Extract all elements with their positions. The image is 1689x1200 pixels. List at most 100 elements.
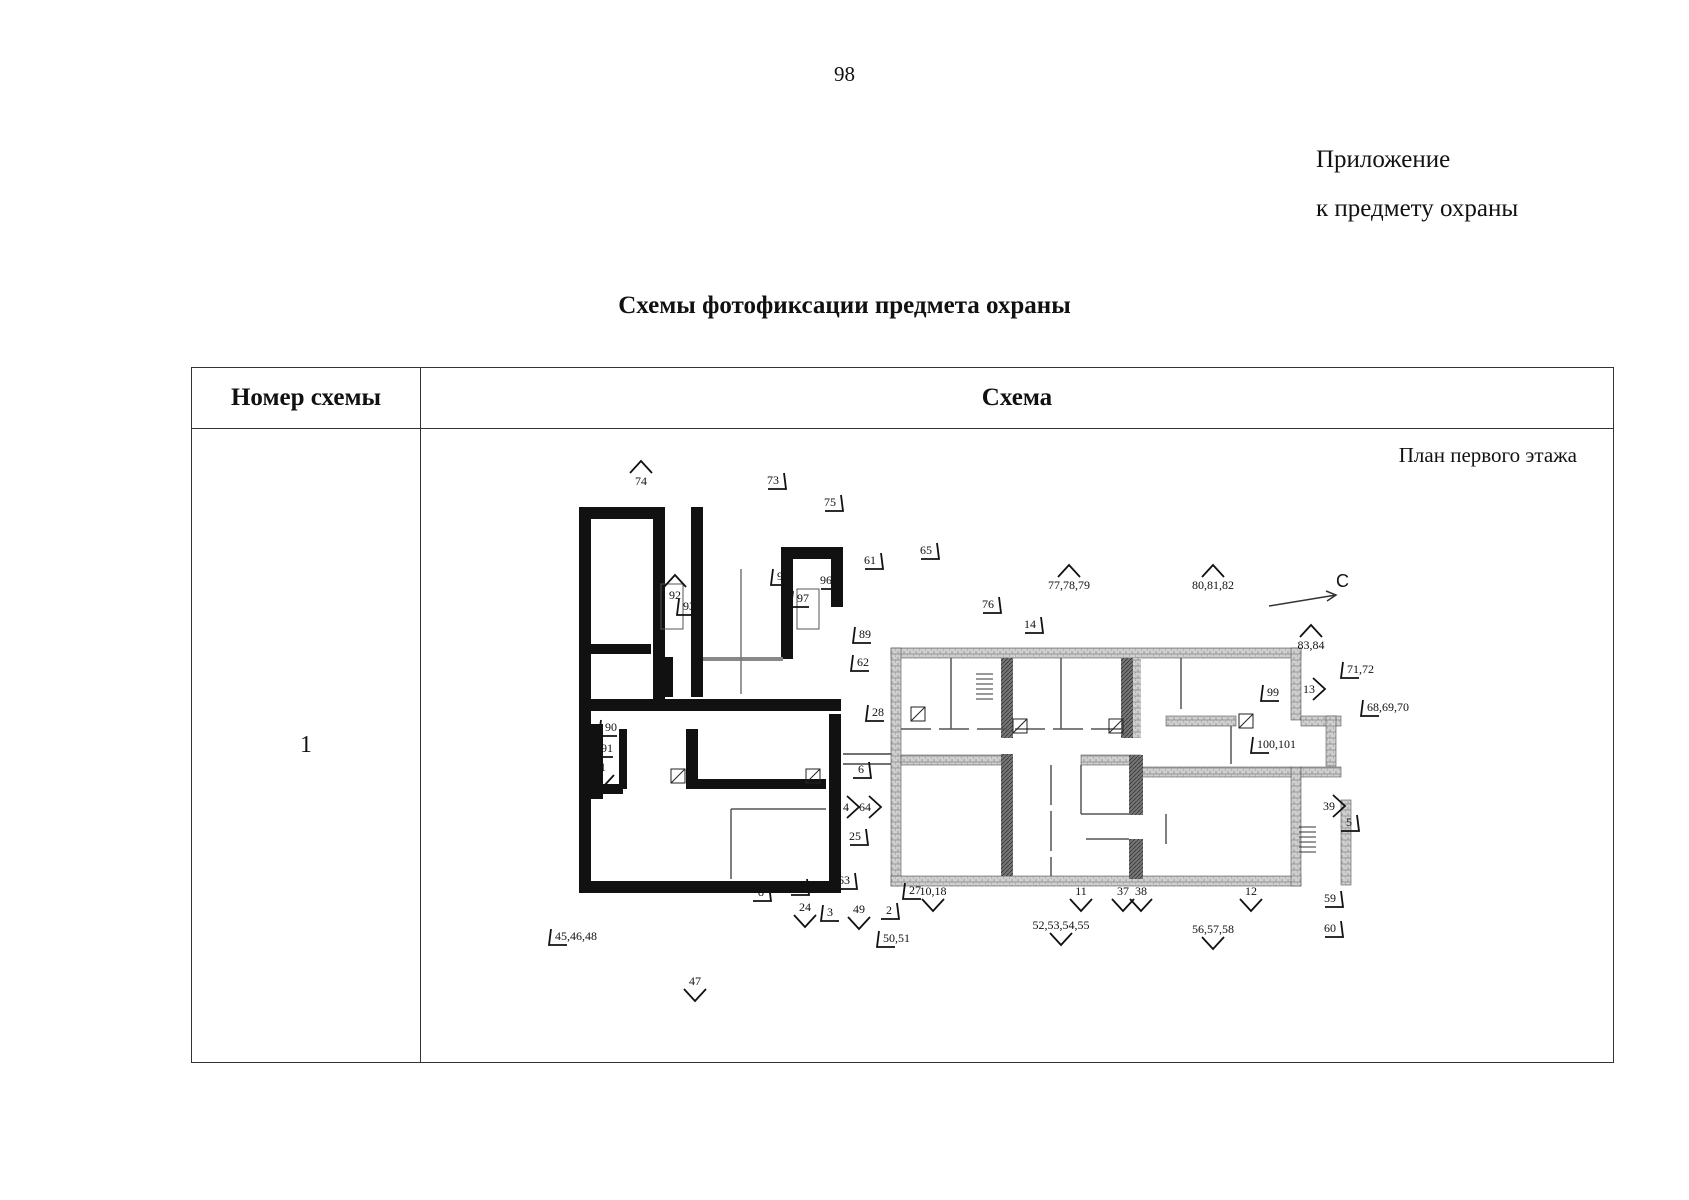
viewpoint-marker-label: 11: [1075, 884, 1087, 898]
viewpoint-marker-label: 56,57,58: [1192, 922, 1234, 936]
viewpoint-marker: 25: [849, 828, 870, 846]
viewpoint-marker-arrow: [853, 761, 873, 779]
viewpoint-marker: 5: [1341, 814, 1361, 832]
viewpoint-marker-arrow: [683, 988, 707, 1003]
viewpoint-marker-arrow: [851, 626, 871, 644]
viewpoint-marker: 10,18: [920, 884, 947, 913]
viewpoint-marker-arrow: [1341, 814, 1361, 832]
appendix-caption: Приложение к предмету охраны: [1316, 135, 1518, 233]
viewpoint-marker-label: 25: [849, 829, 861, 843]
viewpoint-marker-label: 6: [858, 762, 864, 776]
table-row: 1 План первого этажа: [191, 428, 1614, 1063]
viewpoint-marker-label: 76: [982, 597, 994, 611]
viewpoint-marker-arrow: [881, 902, 901, 920]
left-building: [579, 507, 843, 893]
viewpoint-marker-arrow: [1057, 563, 1081, 578]
viewpoint-marker-arrow: [983, 596, 1003, 614]
viewpoint-marker-label: 24: [799, 900, 811, 914]
viewpoint-marker-arrow: [901, 882, 921, 900]
viewpoint-marker-label: 13: [1303, 682, 1315, 696]
viewpoint-marker: 12: [1239, 884, 1263, 913]
viewpoint-marker-arrow: [1332, 794, 1347, 818]
right-building: [843, 647, 1352, 887]
viewpoint-marker-arrow: [868, 795, 883, 819]
viewpoint-marker-label: 3: [827, 905, 833, 919]
viewpoint-marker: 93: [675, 598, 695, 616]
viewpoint-marker: 98: [769, 568, 789, 586]
header-scheme: Схема: [420, 367, 1614, 429]
viewpoint-marker: 90: [597, 719, 617, 737]
viewpoint-marker: 71,72: [1339, 661, 1374, 679]
viewpoint-marker: 68,69,70: [1359, 699, 1409, 717]
scheme-cell: План первого этажа: [420, 428, 1614, 1063]
viewpoint-marker: 99: [1259, 684, 1279, 702]
viewpoint-marker-label: 71,72: [1347, 662, 1374, 676]
viewpoint-marker-label: 92: [669, 588, 681, 602]
viewpoint-marker: 80,81,82: [1192, 563, 1234, 592]
viewpoint-marker: 96: [820, 572, 841, 590]
viewpoint-marker: 38: [1129, 884, 1153, 913]
viewpoint-marker: 39: [1323, 794, 1347, 818]
viewpoint-marker-label: 64: [859, 800, 871, 814]
viewpoint-marker-arrow: [768, 472, 788, 490]
viewpoint-marker: 8: [753, 884, 773, 902]
viewpoint-marker-label: 93: [683, 599, 695, 613]
plan-label: План первого этажа: [1398, 443, 1577, 467]
viewpoint-marker-arrow: [1201, 563, 1225, 578]
viewpoint-marker: 59: [1324, 890, 1345, 908]
viewpoint-marker: 1: [591, 760, 615, 789]
viewpoint-marker-arrow: [593, 740, 613, 758]
document-title-text: Схемы фотофиксации предмета охраны: [618, 292, 1071, 319]
north-label: С: [1336, 571, 1349, 591]
viewpoint-marker: 50,51: [875, 930, 910, 948]
viewpoint-marker-arrow: [875, 930, 895, 948]
viewpoint-marker-arrow: [1312, 677, 1327, 701]
viewpoint-marker-arrow: [839, 872, 859, 890]
viewpoint-marker: 11: [1069, 884, 1093, 913]
page-number: 98: [834, 62, 855, 86]
viewpoint-marker: 37: [1111, 884, 1135, 913]
viewpoint-marker-label: 10,18: [920, 884, 947, 898]
viewpoint-marker-label: 1: [600, 760, 606, 774]
table-header-row: Номер схемы Схема: [191, 367, 1614, 429]
viewpoint-marker-arrow: [849, 654, 869, 672]
viewpoint-marker: 89: [851, 626, 871, 644]
viewpoint-marker-arrow: [825, 494, 845, 512]
north-arrow: С: [1268, 571, 1349, 607]
viewpoint-marker: 83,84: [1298, 623, 1325, 652]
viewpoint-marker: 91: [593, 740, 613, 758]
viewpoint-marker-arrow: [629, 459, 653, 474]
viewpoint-marker-arrow: [769, 568, 789, 586]
viewpoint-marker: 64: [859, 795, 883, 819]
viewpoint-marker-arrow: [1359, 699, 1379, 717]
viewpoint-marker: 97: [789, 590, 809, 608]
viewpoint-marker-label: 39: [1323, 799, 1335, 813]
viewpoint-marker-label: 47: [689, 974, 701, 988]
viewpoint-marker: 13: [1303, 677, 1327, 701]
viewpoint-marker-label: 52,53,54,55: [1033, 918, 1090, 932]
viewpoint-marker-label: 77,78,79: [1048, 578, 1090, 592]
viewpoint-marker-label: 91: [601, 741, 613, 755]
viewpoint-marker: 49: [847, 902, 871, 931]
viewpoint-marker-label: 89: [859, 627, 871, 641]
viewpoint-marker-label: 73: [767, 473, 779, 487]
viewpoint-marker-arrow: [1325, 890, 1345, 908]
viewpoint-marker: 24: [793, 900, 817, 929]
viewpoint-marker-label: 49: [853, 902, 865, 916]
viewpoint-marker-label: 45,46,48: [555, 929, 597, 943]
floor-plan-drawing: С 747375616577,78,7980,81,8283,849293989…: [547, 459, 1409, 1003]
viewpoint-marker-arrow: [1201, 936, 1225, 951]
viewpoint-marker-label: 98: [777, 569, 789, 583]
viewpoint-marker: 77,78,79: [1048, 563, 1090, 592]
viewpoint-marker-label: 97: [797, 591, 809, 605]
scheme-number-cell: 1: [191, 428, 421, 1063]
scheme-table: Номер схемы Схема 1 План первого этажа: [191, 367, 1614, 1063]
viewpoint-marker: 56,57,58: [1192, 922, 1234, 951]
viewpoint-marker-arrow: [819, 904, 839, 922]
viewpoint-marker-arrow: [597, 719, 617, 737]
viewpoint-marker: 47: [683, 974, 707, 1003]
viewpoint-marker-arrow: [1129, 898, 1153, 913]
viewpoint-marker-label: 5: [1346, 815, 1352, 829]
viewpoint-marker-arrow: [591, 774, 615, 789]
viewpoint-marker: 60: [1324, 920, 1345, 938]
